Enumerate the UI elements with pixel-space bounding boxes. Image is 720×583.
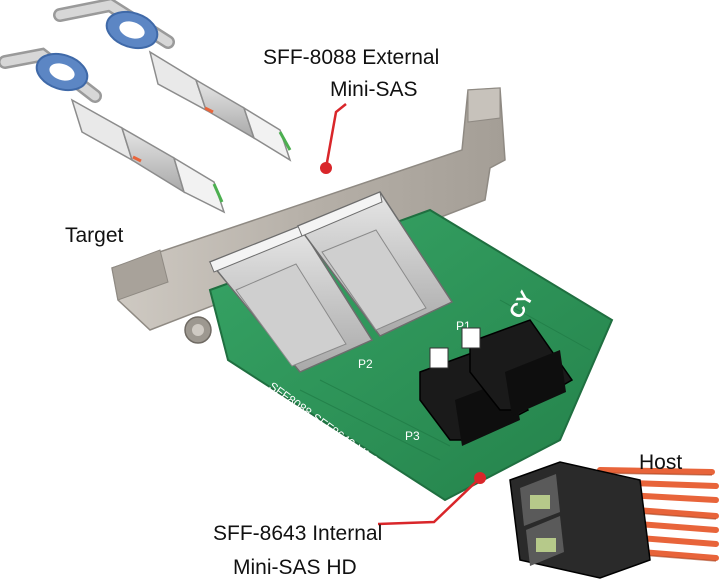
port-label-p3: P3	[405, 429, 420, 443]
sff-8088-cable-pair	[0, 0, 292, 214]
callout-internal	[377, 472, 486, 526]
sff-8088-port-left	[208, 225, 374, 373]
label-host: Host	[639, 451, 683, 474]
sff-8643-host-cable	[509, 461, 719, 579]
sff-8088-port-right	[296, 191, 454, 337]
label-sff-8643-line1: SFF-8643 Internal	[213, 522, 383, 545]
label-sff-8088-line2: Mini-SAS	[330, 78, 418, 101]
label-sff-8643-line2: Mini-SAS HD	[233, 556, 357, 579]
callout-external	[320, 103, 347, 174]
label-target: Target	[65, 224, 124, 247]
label-sff-8088-line1: SFF-8088 External	[263, 46, 440, 69]
sff-8643-port-right	[461, 319, 574, 416]
port-label-p2: P2	[358, 357, 373, 371]
sff-8088-cable-front	[0, 47, 226, 214]
sff-8088-cable-back	[53, 0, 292, 162]
